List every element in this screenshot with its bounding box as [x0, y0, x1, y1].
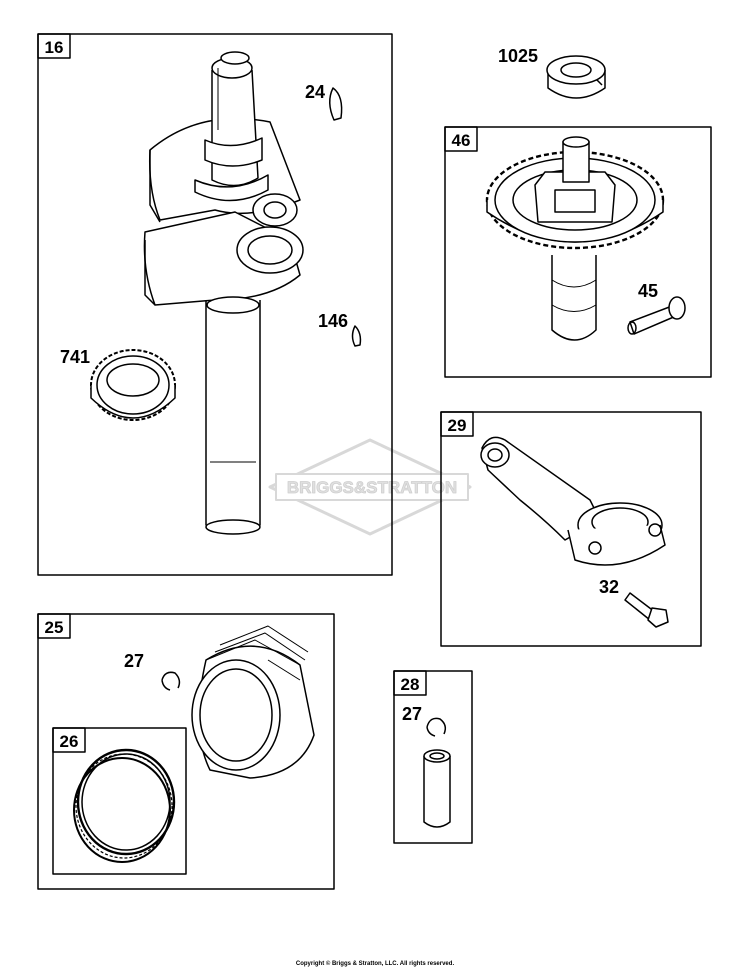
briggs-watermark-logo: BRIGGS&STRATTON: [268, 438, 472, 536]
washer-icon: [546, 55, 606, 99]
copyright-notice: Copyright © Briggs & Stratton, LLC. All …: [295, 961, 455, 967]
pin-box: [393, 670, 473, 844]
bolt-icon: [624, 592, 669, 628]
piston-rings-icon: [73, 748, 176, 863]
piston-box: [37, 613, 335, 890]
piston-box-tag: [37, 613, 71, 639]
cam-gear-box-tag: [444, 126, 478, 152]
piston-pin-icon: [423, 749, 451, 828]
pin-clip-callout[interactable]: 27: [402, 704, 422, 724]
crankshaft-box-number: 16: [45, 38, 64, 57]
rings-box-tag: [52, 727, 86, 753]
crank-gear-callout[interactable]: 741: [60, 347, 90, 367]
bolt-callout[interactable]: 32: [599, 577, 619, 597]
washer-callout[interactable]: 1025: [498, 46, 538, 66]
piston-illustration: [191, 625, 315, 779]
crank-gear-icon: [90, 349, 176, 421]
cam-gear-box: [444, 126, 712, 378]
pin-box-tag: [393, 670, 427, 696]
connecting-rod-box-tag: [440, 411, 474, 437]
crankshaft-box: [37, 33, 393, 576]
connecting-rod-box: [440, 411, 702, 647]
piston-clip-callout[interactable]: 27: [124, 651, 144, 671]
small-key-callout[interactable]: 146: [318, 311, 348, 331]
valve-icon: [627, 296, 686, 335]
valve-callout[interactable]: 45: [638, 281, 658, 301]
key-callout[interactable]: 24: [305, 82, 325, 102]
cam-gear-box-number: 46: [452, 131, 471, 150]
rings-box-number: 26: [60, 732, 79, 751]
crankshaft-box-tag: [37, 33, 71, 59]
pin-clip-icon: [426, 717, 447, 737]
connecting-rod-illustration: [480, 436, 666, 566]
woodruff-key-icon: [329, 87, 343, 121]
piston-box-number: 25: [45, 618, 64, 637]
piston-clip-icon: [161, 671, 181, 691]
small-key-icon: [351, 325, 362, 347]
crankshaft-illustration: [143, 51, 304, 535]
connecting-rod-box-number: 29: [448, 416, 467, 435]
watermark-text: BRIGGS&STRATTON: [287, 478, 457, 497]
pin-box-number: 28: [401, 675, 420, 694]
cam-gear-illustration: [485, 136, 665, 341]
